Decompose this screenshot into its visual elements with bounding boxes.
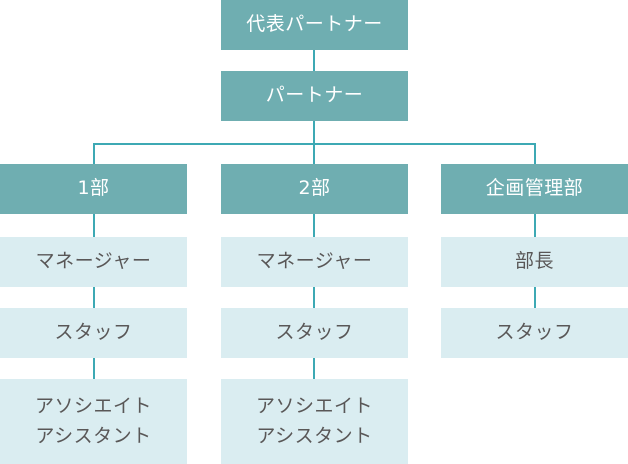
node-dept1-manager: マネージャー xyxy=(0,237,187,287)
connector-dept1-to-manager xyxy=(93,214,95,237)
connector-branch-planning xyxy=(534,143,536,164)
node-dept1-staff: スタッフ xyxy=(0,308,187,358)
node-dept2-associate: アソシエイト アシスタント xyxy=(221,379,408,464)
connector-planning-to-head xyxy=(534,214,536,237)
node-dept2-manager: マネージャー xyxy=(221,237,408,287)
connector-dept1-staff-associate xyxy=(93,358,95,379)
connector-dept1-manager-staff xyxy=(93,287,95,308)
connector-branch-dept2 xyxy=(313,143,315,164)
node-planning-head: 部長 xyxy=(441,237,628,287)
node-dept2-staff: スタッフ xyxy=(221,308,408,358)
node-dept1-associate: アソシエイト アシスタント xyxy=(0,379,187,464)
connector-dept2-staff-associate xyxy=(313,358,315,379)
node-representative-partner: 代表パートナー xyxy=(221,0,408,50)
node-planning-staff: スタッフ xyxy=(441,308,628,358)
connector-dept2-to-manager xyxy=(313,214,315,237)
connector-branch-dept1 xyxy=(93,143,95,164)
connector-top-to-partner xyxy=(313,50,315,71)
connector-partner-down xyxy=(313,121,315,145)
node-dept1: 1部 xyxy=(0,164,187,214)
connector-planning-head-staff xyxy=(534,287,536,308)
node-partner: パートナー xyxy=(221,71,408,121)
node-dept2: 2部 xyxy=(221,164,408,214)
connector-dept2-manager-staff xyxy=(313,287,315,308)
node-planning-dept: 企画管理部 xyxy=(441,164,628,214)
